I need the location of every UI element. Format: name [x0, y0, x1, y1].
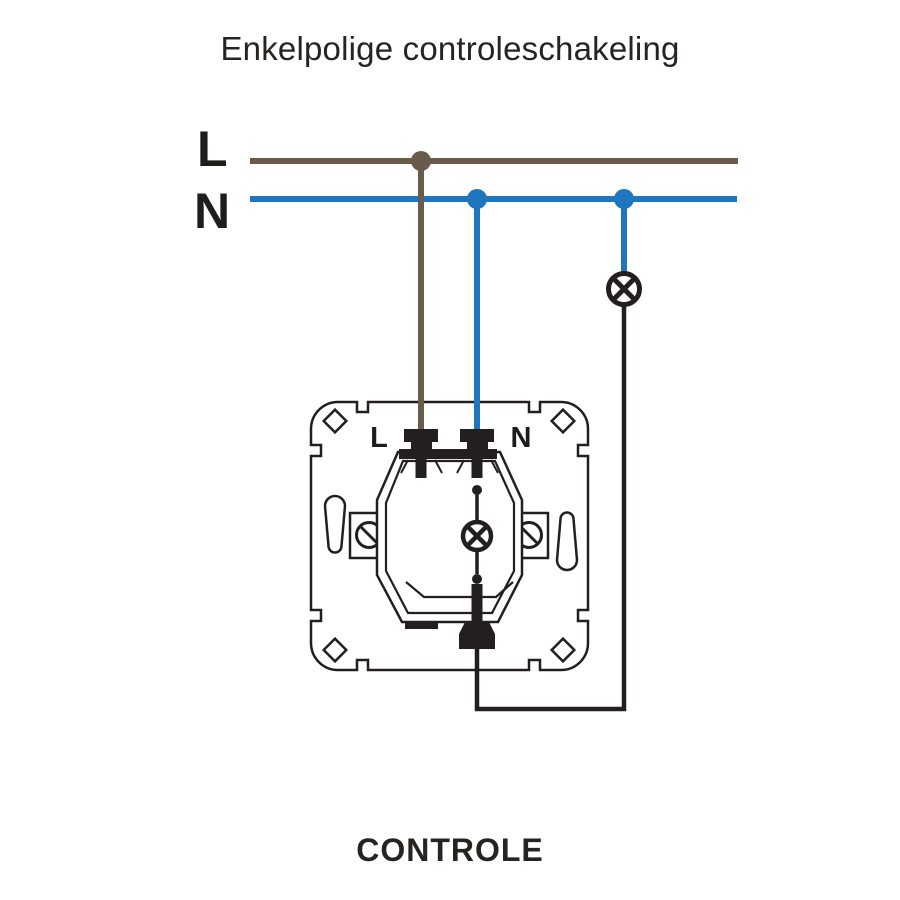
keyhole-slot-right	[555, 511, 579, 572]
junction-dot	[411, 151, 431, 171]
junction-dot	[614, 189, 634, 209]
junction-dot	[467, 189, 487, 209]
screw-icon	[355, 521, 383, 549]
diagram-caption: CONTROLE	[356, 832, 544, 868]
contact-bar	[399, 449, 497, 459]
terminal-funnels	[400, 459, 499, 474]
contact-dot	[472, 574, 482, 584]
terminal-live-label: L	[370, 422, 388, 454]
diamond-hole-bottom-right	[549, 636, 577, 664]
terminal-live	[404, 429, 438, 478]
diamond-hole-bottom-left	[321, 636, 349, 664]
lamp-icon	[606, 271, 642, 307]
switch-body-inner	[384, 459, 516, 615]
switched-wire-to-lamp	[474, 304, 627, 712]
terminal-spare	[405, 621, 438, 629]
terminal-neutral-label: N	[510, 422, 532, 454]
control-lamp-icon	[460, 485, 494, 584]
live-wire	[250, 151, 738, 432]
diamond-hole-top-left	[321, 407, 349, 435]
flush-switch-mechanism	[309, 400, 590, 672]
terminal-neutral	[460, 429, 494, 478]
corner-diamond-holes	[321, 407, 577, 664]
neutral-line-label: N	[194, 183, 231, 239]
keyhole-slot-left	[323, 494, 347, 554]
neutral-wire	[250, 189, 737, 432]
live-line-label: L	[197, 121, 228, 177]
page-title: Enkelpolige controleschakeling	[220, 30, 680, 67]
contact-dot	[472, 485, 482, 495]
switch-black-parts	[399, 429, 497, 649]
terminal-switched-output	[459, 584, 495, 649]
rocker-seat	[405, 581, 514, 599]
diamond-hole-top-right	[549, 407, 577, 435]
